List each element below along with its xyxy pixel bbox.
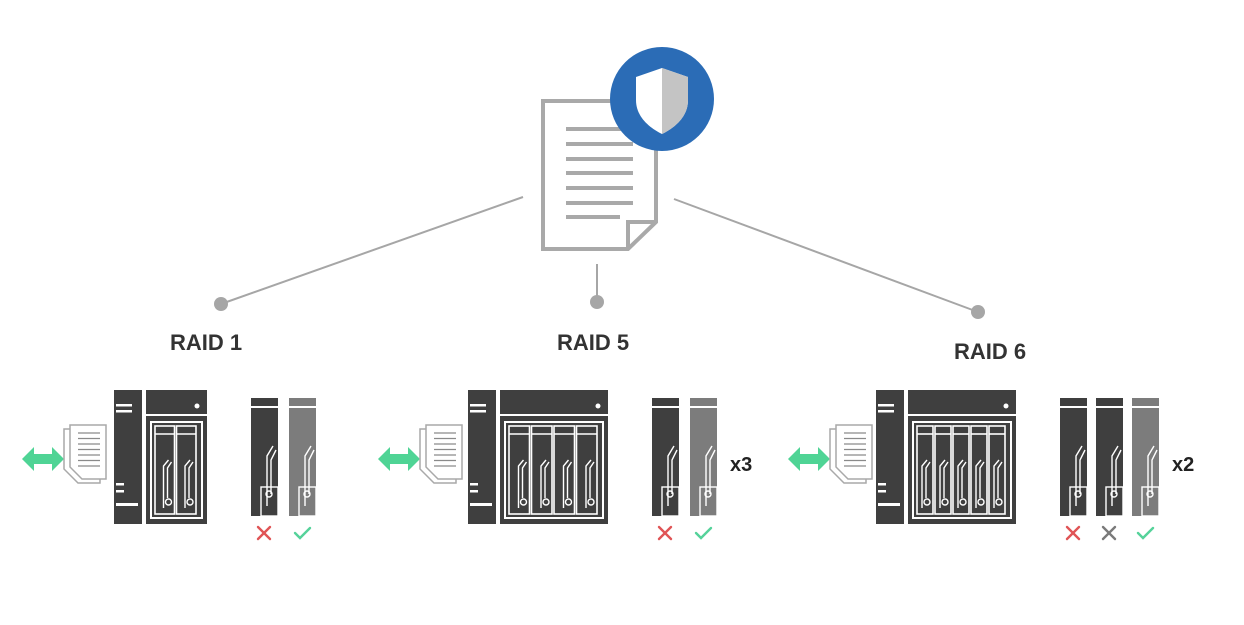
- raid1-group: [22, 390, 317, 541]
- file-icon: [419, 424, 463, 484]
- check-icon: [293, 526, 312, 540]
- drive-icon: [251, 398, 279, 517]
- check-icon: [694, 526, 713, 540]
- connector-dot-raid1: [214, 297, 228, 311]
- nas-device-icon: [468, 390, 608, 524]
- raid1-label: RAID 1: [170, 330, 243, 355]
- connector-raid1: [220, 196, 524, 305]
- raid5-group: [378, 390, 718, 541]
- file-icon: [63, 424, 107, 484]
- raid6-multiplier: x2: [1172, 454, 1195, 476]
- drive-icon: [1132, 398, 1160, 517]
- cross-icon: [1101, 525, 1117, 541]
- raid6-label: RAID 6: [954, 339, 1027, 364]
- cross-icon: [256, 525, 272, 541]
- connector-dot-raid5: [590, 295, 604, 309]
- sync-arrow-icon: [22, 447, 64, 471]
- connector-dot-raid6: [971, 305, 985, 319]
- sync-arrow-icon: [788, 447, 830, 471]
- nas-device-icon: [876, 390, 1016, 524]
- cross-icon: [1065, 525, 1081, 541]
- raid6-group: [788, 390, 1160, 541]
- drive-icon: [289, 398, 317, 517]
- nas-device-icon: [114, 390, 207, 524]
- shield-icon: [610, 47, 714, 151]
- cross-icon: [657, 525, 673, 541]
- drive-icon: [1096, 398, 1124, 517]
- sync-arrow-icon: [378, 447, 420, 471]
- raid5-multiplier: x3: [730, 454, 753, 476]
- raid5-label: RAID 5: [557, 330, 630, 355]
- raid-groups: [22, 390, 1160, 541]
- file-icon: [829, 424, 873, 484]
- drive-icon: [1060, 398, 1088, 517]
- drive-icon: [690, 398, 718, 517]
- connector-dots: [214, 295, 985, 319]
- check-icon: [1136, 526, 1155, 540]
- connector-raid6: [673, 198, 979, 313]
- drive-icon: [652, 398, 680, 517]
